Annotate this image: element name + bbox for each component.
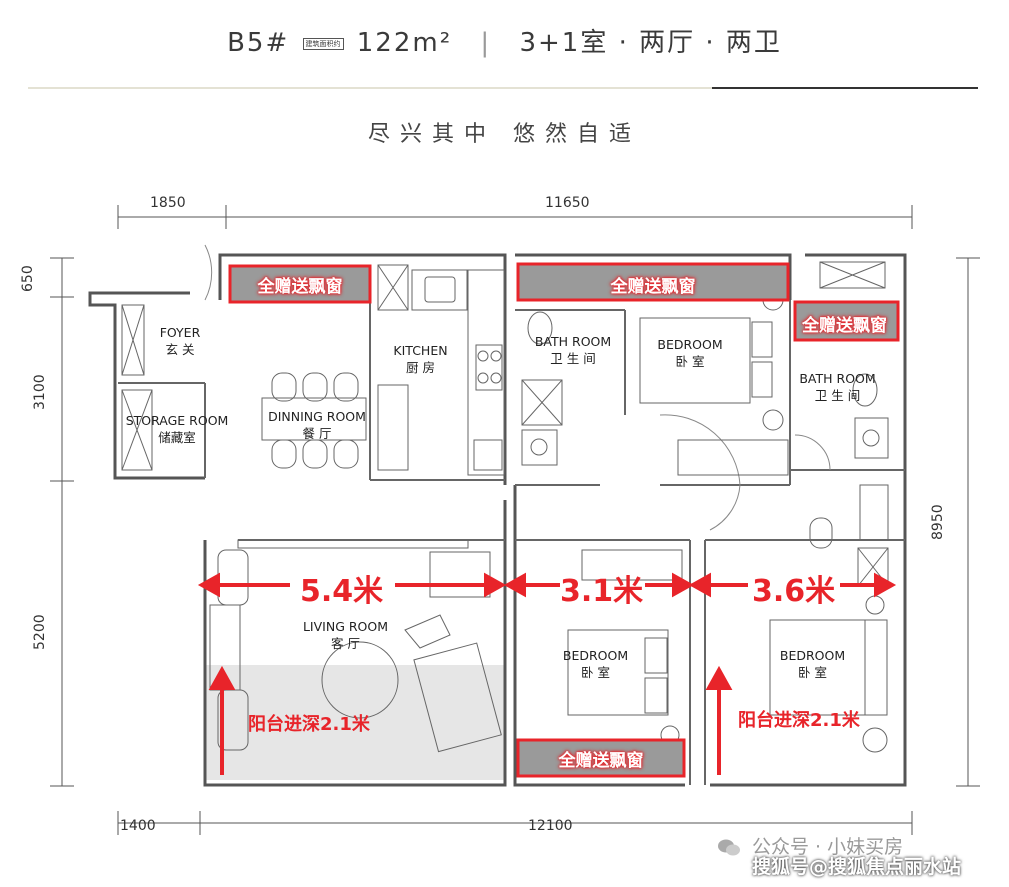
- watermark-sohu: 搜狐号@搜狐焦点丽水站: [752, 856, 962, 878]
- label-bay-window-bedroom1: 全赠送飘窗: [610, 277, 696, 297]
- unit-layout: 3+1室 · 两厅 · 两卫: [519, 28, 782, 58]
- label-width-bedroom2: 3.1米: [560, 574, 644, 609]
- room-living: LIVING ROOM 客 厅: [298, 618, 393, 652]
- door-swings: [204, 244, 831, 531]
- room-bedroom3-en: BEDROOM: [779, 648, 846, 663]
- label-bay-window-bath2: 全赠送飘窗: [802, 316, 887, 336]
- unit-number: B5#: [227, 28, 290, 58]
- bay-window-dining: [230, 266, 370, 302]
- room-bath2-en: BATH ROOM: [799, 371, 876, 386]
- dim-left-2: 3100: [32, 374, 48, 410]
- area-badge: 建筑面积约: [302, 37, 344, 50]
- room-bath1-cn: 卫 生 间: [550, 351, 596, 366]
- living-balcony-area: [205, 665, 505, 780]
- room-bath1: BATH ROOM 卫 生 间: [528, 333, 618, 367]
- room-bedroom1: BEDROOM 卧 室: [650, 336, 730, 370]
- dim-bottom-left: 1400: [120, 818, 156, 834]
- watermark-official-account: 公众号 · 小妹买房: [752, 836, 904, 858]
- wechat-icon: [718, 839, 740, 856]
- dim-left-3: 5200: [32, 614, 48, 650]
- room-storage-en: STORAGE ROOM: [125, 413, 229, 428]
- room-foyer-cn: 玄 关: [165, 342, 195, 357]
- room-dining-cn: 餐 厅: [302, 426, 332, 441]
- room-kitchen: KITCHEN 厨 房: [388, 342, 453, 376]
- bay-window-highlights: [228, 262, 900, 778]
- room-dining-en: DINNING ROOM: [268, 409, 366, 424]
- room-bath2-cn: 卫 生 间: [814, 388, 861, 403]
- living-furniture: [209, 539, 502, 753]
- room-bath1-en: BATH ROOM: [534, 334, 612, 349]
- dim-top-right: 11650: [545, 195, 590, 211]
- label-bay-window-bedroom2: 全赠送飘窗: [558, 751, 644, 771]
- dim-top-left: 1850: [150, 195, 186, 211]
- room-bedroom1-en: BEDROOM: [657, 337, 723, 352]
- room-bath2: BATH ROOM 卫 生 间: [795, 370, 880, 404]
- dimension-lines: [50, 205, 980, 835]
- room-bedroom2-en: BEDROOM: [562, 648, 629, 663]
- room-kitchen-en: KITCHEN: [393, 343, 448, 358]
- room-bedroom3-cn: 卧 室: [798, 665, 827, 680]
- unit-area: 122m²: [356, 28, 453, 58]
- room-dining: DINNING ROOM 餐 厅: [262, 408, 372, 442]
- room-foyer: FOYER 玄 关: [150, 324, 210, 358]
- room-bedroom3: BEDROOM 卧 室: [775, 647, 850, 681]
- room-foyer-en: FOYER: [159, 325, 201, 340]
- label-width-bedroom3: 3.6米: [752, 574, 836, 609]
- kitchen-fixtures: [377, 269, 505, 476]
- bay-window-bedroom2: [518, 740, 684, 776]
- title-separator: |: [480, 28, 492, 58]
- plan-title: B5# 建筑面积约 122m² | 3+1室 · 两厅 · 两卫: [0, 22, 1009, 59]
- bay-window-bath2: [795, 302, 898, 340]
- bay-window-bedroom1: [518, 264, 788, 300]
- slogan: 尽兴其中 悠然自适: [368, 122, 641, 147]
- exterior-walls: [88, 253, 907, 787]
- room-living-cn: 客 厅: [331, 636, 360, 651]
- room-living-en: LIVING ROOM: [302, 619, 389, 634]
- width-arrows: [197, 572, 897, 775]
- room-kitchen-cn: 厨 房: [406, 360, 435, 375]
- dim-right: 8950: [930, 504, 946, 540]
- room-storage: STORAGE ROOM 储藏室: [122, 412, 232, 446]
- label-balcony-depth-bedroom3: 阳台进深2.1米: [738, 710, 860, 731]
- label-bay-window-dining: 全赠送飘窗: [257, 277, 343, 297]
- label-balcony-depth-living: 阳台进深2.1米: [248, 714, 370, 735]
- room-bedroom2: BEDROOM 卧 室: [558, 647, 633, 681]
- dining-set: [261, 372, 367, 469]
- dim-left-1: 650: [20, 265, 36, 292]
- room-storage-cn: 储藏室: [158, 430, 196, 445]
- room-bedroom1-cn: 卧 室: [675, 354, 705, 369]
- label-width-living: 5.4米: [300, 574, 384, 609]
- dim-bottom-right: 12100: [528, 818, 573, 834]
- room-bedroom2-cn: 卧 室: [581, 665, 610, 680]
